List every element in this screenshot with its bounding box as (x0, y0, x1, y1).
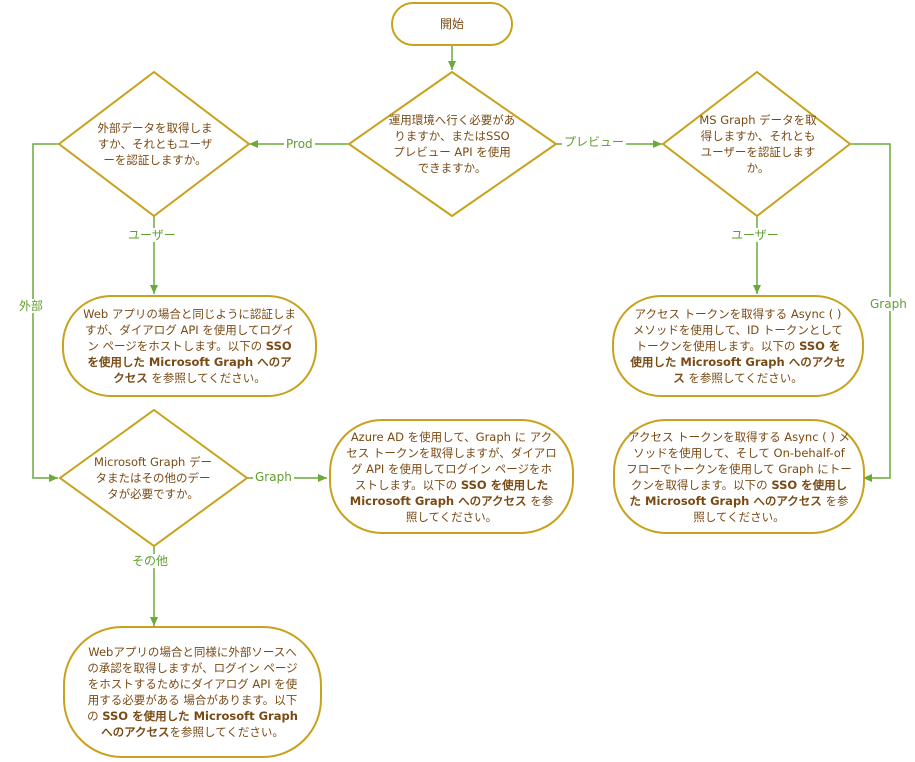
azure-ad-text-2: を参照してください。 (405, 493, 554, 524)
edge-label-preview: プレビュー (562, 135, 627, 149)
edge-label-prod: Prod (284, 137, 315, 151)
decision-main-text: 運用環境へ行く必要がありますか、またはSSO プレビュー API を使用できます… (388, 113, 516, 175)
edge-msgraph-to-obo (850, 143, 891, 482)
process-obo (613, 419, 865, 534)
async-token-text-1: アクセス トークンを取得する Async ( ) メソッドを使用して、ID トー… (632, 307, 844, 353)
edge-label-user-right: ユーザー (729, 228, 781, 242)
obo-link[interactable]: SSO を使用した Microsoft Graph へのアクセス (629, 477, 848, 508)
web-external-text-2: を参照してください。 (169, 725, 284, 739)
start-label: 開始 (439, 17, 464, 31)
process-async-token (612, 295, 864, 397)
decision-msgraph (661, 70, 852, 218)
process-async-token-text: アクセス トークンを取得する Async ( ) メソッドを使用して、ID トー… (630, 296, 846, 396)
decision-msgraph-text: MS Graph データを取得しますか、それともユーザーを認証しますか。 (699, 113, 817, 175)
web-auth-text-1: Web アプリの場合と同じように認証しますが、ダイアログ API を使用してログ… (83, 307, 296, 353)
edge-label-graph-right: Graph (868, 297, 909, 311)
edge-label-graph-mid: Graph (253, 470, 294, 484)
process-web-auth (62, 295, 317, 397)
edge-label-user-left: ユーザー (126, 228, 178, 242)
azure-ad-text-1: Azure AD を使用して、Graph に アクセス トークンを取得しますが、… (346, 429, 557, 492)
start-terminator (391, 2, 513, 46)
decision-graph-other (58, 408, 249, 548)
web-auth-link[interactable]: SSO を使用した Microsoft Graph へのアクセス (87, 339, 292, 385)
azure-ad-link[interactable]: SSO を使用した Microsoft Graph へのアクセス (349, 477, 549, 508)
async-token-text-2: を参照してください。 (684, 371, 803, 385)
decision-main (347, 70, 558, 218)
decision-external (57, 70, 251, 218)
edge-label-other: その他 (130, 554, 171, 568)
process-azure-ad (329, 419, 574, 534)
obo-text-2: を参照してください。 (693, 493, 849, 524)
async-token-link[interactable]: SSO を使用した Microsoft Graph へのアクセス (630, 339, 846, 385)
web-external-link[interactable]: SSO を使用した Microsoft Graph へのアクセス (101, 709, 298, 739)
process-obo-text: アクセス トークンを取得する Async ( ) メソッドを使用して、そして O… (626, 420, 852, 533)
edge-label-external: 外部 (17, 299, 46, 313)
process-web-external-text: Webアプリの場合と同様に外部ソースへの承認を取得しますが、ログイン ページをホ… (86, 627, 299, 757)
process-azure-ad-text: Azure AD を使用して、Graph に アクセス トークンを取得しますが、… (346, 420, 557, 533)
web-auth-text-2: を参照してください。 (147, 371, 266, 385)
web-external-text-1: Webアプリの場合と同様に外部ソースへの承認を取得しますが、ログイン ページをホ… (87, 645, 298, 723)
process-web-auth-text: Web アプリの場合と同じように認証しますが、ダイアログ API を使用してログ… (83, 296, 296, 396)
obo-text-1: アクセス トークンを取得する Async ( ) メソッドを使用して、そして O… (626, 429, 852, 492)
decision-graph-other-text: Microsoft Graph データまたはその他のデータが必要ですか。 (94, 455, 212, 501)
process-web-external (63, 626, 322, 758)
decision-external-text: 外部データを取得しますか、それともユーザーを認証しますか。 (97, 121, 213, 167)
